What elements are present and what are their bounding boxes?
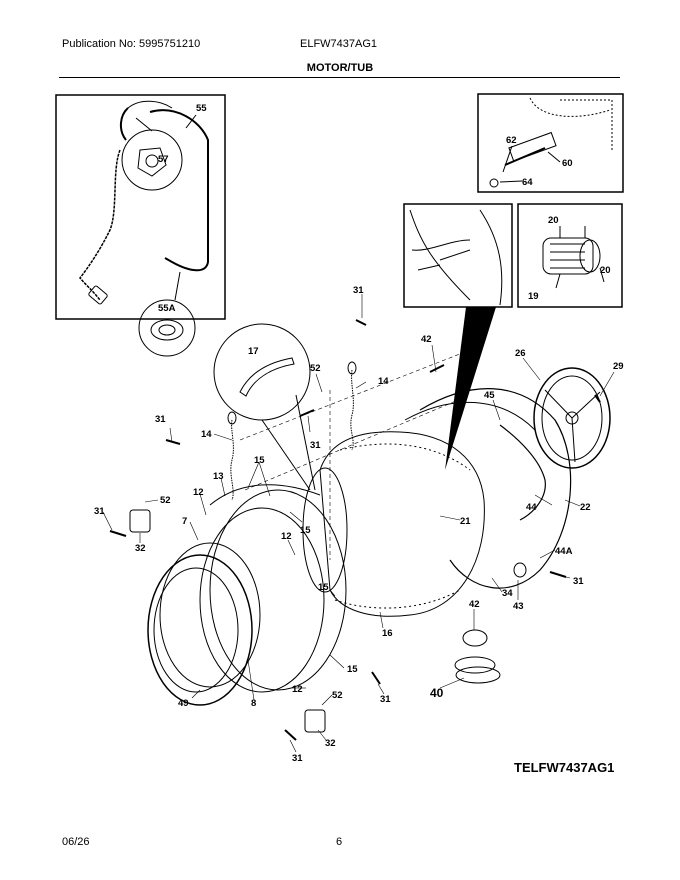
- callout-20b: 20: [600, 265, 611, 276]
- callout-44: 44: [526, 502, 537, 513]
- callout-55A: 55A: [158, 303, 176, 314]
- callout-12a: 12: [193, 487, 204, 498]
- callout-26: 26: [515, 348, 526, 359]
- callout-32b: 32: [325, 738, 336, 749]
- callout-55: 55: [196, 103, 207, 114]
- page-number: 6: [336, 836, 343, 848]
- callout-8: 8: [251, 698, 256, 709]
- inset-motor: [517, 203, 623, 308]
- callout-31e: 31: [573, 576, 584, 587]
- callout-14a: 14: [378, 376, 389, 387]
- leader-lines: [102, 294, 615, 753]
- callout-40: 40: [430, 686, 444, 700]
- inset-tub-detail: [403, 203, 513, 470]
- section-title: MOTOR/TUB: [306, 62, 374, 74]
- callout-32a: 32: [135, 543, 146, 554]
- callout-17: 17: [248, 346, 259, 357]
- header-rule: [59, 77, 620, 78]
- callout-15a: 15: [254, 455, 265, 466]
- callout-13: 13: [213, 471, 224, 482]
- footer-model-code: TELFW7437AG1: [514, 760, 615, 775]
- inset-drain-hose: [55, 94, 226, 357]
- callout-34: 34: [502, 588, 513, 599]
- callout-16: 16: [382, 628, 393, 639]
- callout-52b: 52: [160, 495, 171, 506]
- callout-43: 43: [513, 601, 524, 612]
- callout-42a: 42: [421, 334, 432, 345]
- callout-20a: 20: [548, 215, 559, 226]
- callout-31g: 31: [292, 753, 303, 764]
- callout-31a: 31: [353, 285, 364, 296]
- callout-7: 7: [182, 516, 187, 527]
- callout-31f: 31: [380, 694, 391, 705]
- callout-15d: 15: [347, 664, 358, 675]
- callout-22: 22: [580, 502, 591, 513]
- footer-date: 06/26: [62, 836, 90, 848]
- callout-14b: 14: [201, 429, 212, 440]
- callout-31d: 31: [94, 506, 105, 517]
- model-number: ELFW7437AG1: [300, 38, 378, 50]
- callout-52c: 52: [332, 690, 343, 701]
- callout-29: 29: [613, 361, 624, 372]
- callout-64: 64: [522, 177, 533, 188]
- callout-12b: 12: [281, 531, 292, 542]
- callout-42b: 42: [469, 599, 480, 610]
- inset-heater: [477, 93, 624, 193]
- callout-21: 21: [460, 516, 471, 527]
- callout-52a: 52: [310, 363, 321, 374]
- publication-number: Publication No: 5995751210: [62, 38, 201, 50]
- callout-31c: 31: [310, 440, 321, 451]
- callout-45: 45: [484, 390, 495, 401]
- callout-12c: 12: [292, 684, 303, 695]
- callout-19: 19: [528, 291, 539, 302]
- callout-15c: 15: [318, 582, 329, 593]
- callout-31b: 31: [155, 414, 166, 425]
- main-tub-assembly: [109, 319, 611, 741]
- callout-57: 57: [158, 154, 169, 165]
- callout-60: 60: [562, 158, 573, 169]
- callout-62: 62: [506, 135, 517, 146]
- callout-44A: 44A: [555, 546, 573, 557]
- callout-15b: 15: [300, 525, 311, 536]
- callout-49: 49: [178, 698, 189, 709]
